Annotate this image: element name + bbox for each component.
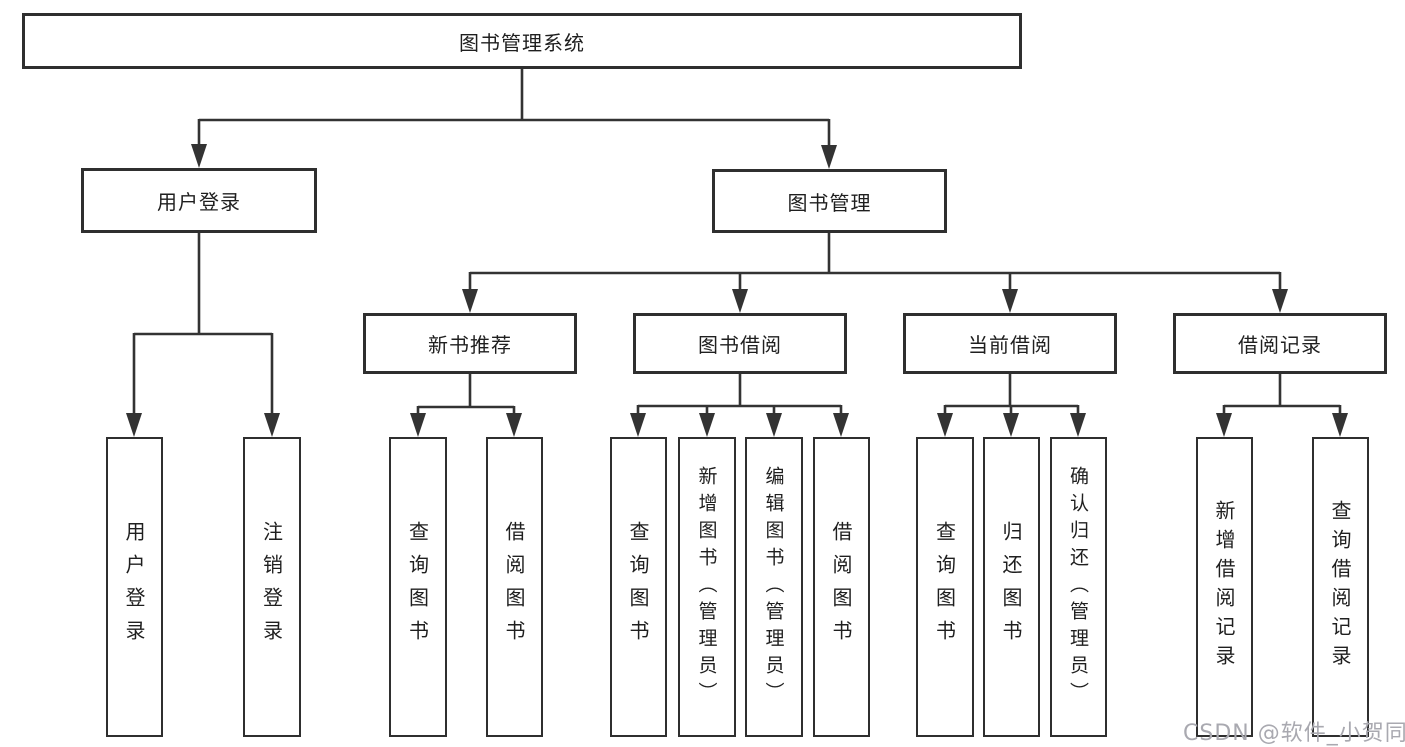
leaf-label: 新增借阅记录 bbox=[1212, 500, 1236, 674]
leaf-recommend-query-book: 查询图书 bbox=[389, 437, 447, 737]
leaf-label: 用户登录 bbox=[122, 521, 146, 653]
arrowhead bbox=[1070, 413, 1086, 437]
leaf-label: 编辑图书（管理员） bbox=[762, 465, 785, 709]
arrowhead bbox=[410, 413, 426, 437]
arrowhead bbox=[766, 413, 782, 437]
node-label: 借阅记录 bbox=[1238, 333, 1322, 357]
arrowhead bbox=[699, 413, 715, 437]
leaf-label: 注销登录 bbox=[259, 521, 284, 653]
leaf-edit-book-admin: 编辑图书（管理员） bbox=[745, 437, 803, 737]
leaf-label: 查询图书 bbox=[626, 521, 650, 653]
leaf-logout: 注销登录 bbox=[243, 437, 301, 737]
arrowhead bbox=[1002, 289, 1018, 313]
arrowhead bbox=[833, 413, 849, 437]
node-label: 图书借阅 bbox=[698, 333, 782, 357]
arrowhead bbox=[630, 413, 646, 437]
arrowhead bbox=[1003, 413, 1019, 437]
node-library-management-system: 图书管理系统 bbox=[22, 13, 1022, 69]
node-label: 新书推荐 bbox=[428, 333, 512, 357]
leaf-confirm-return-admin: 确认归还（管理员） bbox=[1050, 437, 1107, 737]
arrowhead bbox=[1216, 413, 1232, 437]
leaf-label: 借阅图书 bbox=[502, 521, 526, 653]
csdn-watermark: CSDN @软件_小贺同学 bbox=[1183, 721, 1405, 746]
leaf-user-login: 用户登录 bbox=[106, 437, 163, 737]
node-book-borrow: 图书借阅 bbox=[633, 313, 847, 374]
node-user-login: 用户登录 bbox=[81, 168, 317, 233]
leaf-recommend-borrow-book: 借阅图书 bbox=[486, 437, 543, 737]
leaf-label: 借阅图书 bbox=[829, 521, 853, 653]
node-label: 图书管理系统 bbox=[459, 30, 585, 55]
leaf-borrow-query-book: 查询图书 bbox=[610, 437, 667, 737]
leaf-label: 查询图书 bbox=[932, 521, 957, 653]
leaf-label: 查询图书 bbox=[405, 521, 430, 653]
node-label: 当前借阅 bbox=[968, 333, 1052, 357]
arrowhead bbox=[462, 289, 478, 313]
arrowhead bbox=[1272, 289, 1288, 313]
leaf-borrow-book: 借阅图书 bbox=[813, 437, 870, 737]
node-borrow-records: 借阅记录 bbox=[1173, 313, 1387, 374]
arrowhead bbox=[191, 144, 207, 168]
leaf-add-book-admin: 新增图书（管理员） bbox=[678, 437, 736, 737]
node-label: 用户登录 bbox=[157, 190, 241, 214]
leaf-return-book: 归还图书 bbox=[983, 437, 1040, 737]
node-current-borrow: 当前借阅 bbox=[903, 313, 1117, 374]
leaf-current-query-book: 查询图书 bbox=[916, 437, 974, 737]
leaf-add-borrow-record: 新增借阅记录 bbox=[1196, 437, 1253, 737]
node-new-book-recommend: 新书推荐 bbox=[363, 313, 577, 374]
leaf-label: 归还图书 bbox=[999, 521, 1023, 653]
arrowhead bbox=[506, 413, 522, 437]
node-book-management: 图书管理 bbox=[712, 169, 947, 233]
arrowhead bbox=[1332, 413, 1348, 437]
arrowhead bbox=[264, 413, 280, 437]
leaf-label: 查询借阅记录 bbox=[1328, 500, 1352, 674]
arrowhead bbox=[126, 413, 142, 437]
leaf-label: 确认归还（管理员） bbox=[1067, 465, 1089, 709]
leaf-query-borrow-record: 查询借阅记录 bbox=[1312, 437, 1369, 737]
arrowhead bbox=[937, 413, 953, 437]
tree-edges bbox=[132, 69, 1342, 415]
arrowhead bbox=[732, 289, 748, 313]
arrowhead bbox=[821, 145, 837, 169]
leaf-label: 新增图书（管理员） bbox=[695, 465, 718, 709]
node-label: 图书管理 bbox=[787, 190, 872, 215]
